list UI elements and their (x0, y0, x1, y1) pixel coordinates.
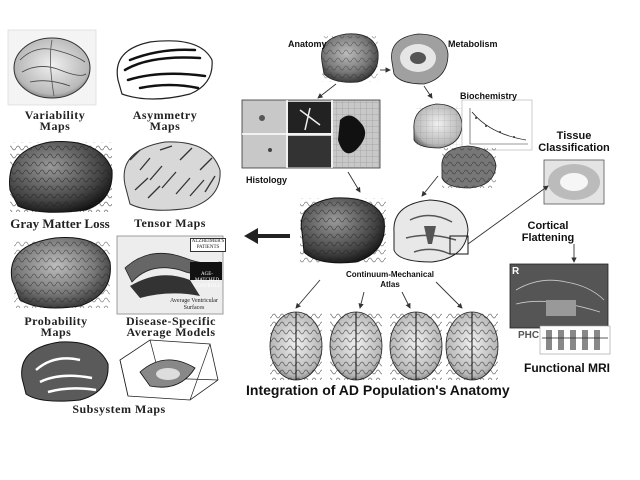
continuum-mechanical-atlas-label: Continuum-Mechanical Atlas (345, 270, 434, 289)
biochemistry-label: Biochemistry (460, 91, 518, 101)
tensor-maps-label: Tensor Maps (134, 216, 206, 230)
alzheimers-patients-label: ALZHEIMER'S PATIENTS (190, 238, 226, 252)
biochemistry-image (413, 99, 533, 151)
gray-matter-loss-label: Gray Matter Loss (10, 216, 110, 231)
atlas-brain-top-image (300, 197, 386, 264)
population-brain-3 (389, 311, 443, 381)
histology-image (241, 99, 381, 169)
biochemistry-brain-2-image (441, 145, 497, 189)
anatomy-brain-image (321, 33, 379, 83)
atlas-coronal-image (393, 199, 469, 263)
fmri-image (509, 263, 611, 355)
disease-specific-models-label: Disease-Specific Average Models (126, 314, 216, 339)
variability-maps-label: Variability Maps (24, 108, 86, 133)
anatomy-label: Anatomy (288, 39, 327, 49)
tensor-map-image (123, 141, 221, 211)
subsystem-3d-image (119, 339, 219, 401)
metabolism-label: Metabolism (448, 39, 498, 49)
gray-matter-loss-image (2, 138, 113, 213)
tissue-classification-image (543, 159, 605, 205)
main-title: Integration of AD Population's Anatomy (246, 382, 510, 398)
connector-arrows (295, 67, 577, 309)
probability-maps-label: Probability Maps (24, 314, 88, 339)
functional-mri-label: Functional MRI (524, 361, 610, 375)
variability-map-image (7, 29, 97, 106)
population-brain-1 (269, 311, 323, 381)
population-brain-4 (445, 311, 499, 381)
big-left-arrow (244, 228, 290, 244)
asymmetry-map-image (116, 40, 213, 100)
ventricular-surfaces-label: Average Ventricular Surfaces (170, 298, 218, 311)
probability-map-image (10, 237, 111, 309)
asymmetry-maps-label: Asymmetry Maps (132, 108, 198, 133)
subsystem-maps-label: Subsystem Maps (72, 402, 166, 416)
fmri-r-label: R (512, 266, 520, 277)
tissue-classification-label: Tissue Classification (538, 130, 610, 154)
population-brain-2 (329, 311, 383, 381)
metabolism-brain-image (391, 33, 449, 85)
subsystem-map-image (21, 341, 109, 402)
phc-label: PHC (518, 330, 540, 341)
age-matched-controls-label: AGE-MATCHED CONTROLS (193, 272, 221, 289)
histology-label: Histology (246, 175, 288, 185)
cortical-flattening-label: Cortical Flattening (521, 220, 575, 244)
